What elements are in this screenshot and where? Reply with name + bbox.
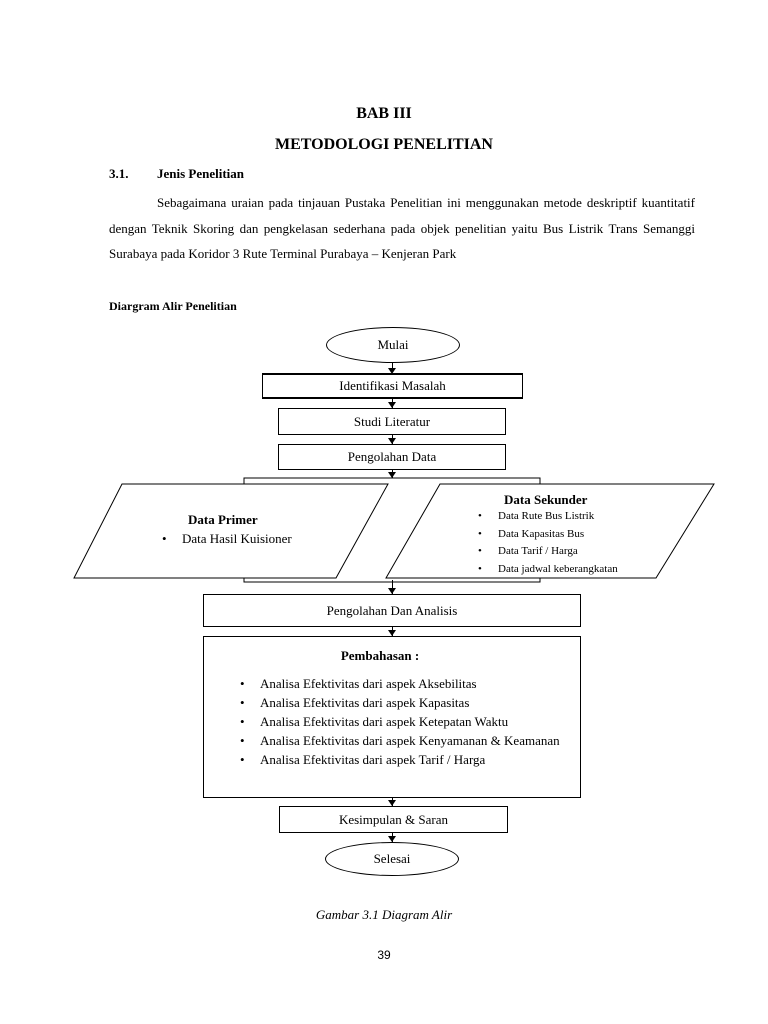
list-item: Analisa Efektivitas dari aspek Kapasitas <box>240 693 568 712</box>
arrow-head <box>388 472 396 478</box>
end-label: Selesai <box>373 851 411 866</box>
arrow-head <box>388 438 396 444</box>
data-sekunder: Data Sekunder Data Rute Bus Listrik Data… <box>478 491 618 578</box>
arrow-head <box>388 836 396 842</box>
section-number: 3.1. <box>109 166 129 181</box>
end-terminator: Selesai <box>325 842 459 876</box>
data-primer-list: Data Hasil Kuisioner <box>162 529 292 548</box>
step-kesimpulan-label: Kesimpulan & Saran <box>338 811 449 827</box>
list-item: Data Kapasitas Bus <box>478 526 618 544</box>
figure-caption: Gambar 3.1 Diagram Alir <box>315 907 453 922</box>
step-identifikasi: Identifikasi Masalah <box>262 373 523 399</box>
list-item: Analisa Efektivitas dari aspek Tarif / H… <box>240 750 568 769</box>
start-label: Mulai <box>377 337 409 352</box>
step-analisis-label: Pengolahan Dan Analisis <box>326 602 458 618</box>
step-analisis: Pengolahan Dan Analisis <box>203 594 581 627</box>
start-terminator: Mulai <box>326 327 460 363</box>
list-item: Analisa Efektivitas dari aspek Aksebilit… <box>240 674 568 693</box>
step-pengolahan-data: Pengolahan Data <box>278 444 506 470</box>
step-identifikasi-label: Identifikasi Masalah <box>339 378 446 393</box>
chapter-heading: BAB III <box>356 105 412 122</box>
section-title: Jenis Penelitian <box>157 166 245 181</box>
pembahasan-list: Analisa Efektivitas dari aspek Aksebilit… <box>240 674 568 769</box>
connector <box>392 580 393 594</box>
diagram-label: Diargram Alir Penelitian <box>109 299 237 313</box>
arrow-head <box>388 402 396 408</box>
step-pengolahan-data-label: Pengolahan Data <box>347 449 437 464</box>
connector <box>392 362 393 372</box>
arrow-head <box>388 630 396 636</box>
arrow-head <box>388 588 396 594</box>
chapter-title: METODOLOGI PENELITIAN <box>275 136 493 153</box>
data-primer-title: Data Primer <box>188 512 258 527</box>
data-sekunder-title: Data Sekunder <box>504 492 588 507</box>
list-item: Data Hasil Kuisioner <box>162 529 292 548</box>
section-paragraph: Sebagaimana uraian pada tinjauan Pustaka… <box>109 195 695 261</box>
pembahasan-box: Pembahasan : Analisa Efektivitas dari as… <box>203 636 581 798</box>
list-item: Data Rute Bus Listrik <box>478 508 618 526</box>
list-item: Data jadwal keberangkatan <box>478 561 618 579</box>
page-number: 39 <box>377 948 391 962</box>
step-studi-literatur: Studi Literatur <box>278 408 506 435</box>
arrow-head <box>388 800 396 806</box>
pembahasan-title: Pembahasan : <box>340 648 420 663</box>
list-item: Analisa Efektivitas dari aspek Kenyamana… <box>240 731 568 750</box>
list-item: Analisa Efektivitas dari aspek Ketepatan… <box>240 712 568 731</box>
step-studi-literatur-label: Studi Literatur <box>353 413 431 429</box>
data-sekunder-list: Data Rute Bus Listrik Data Kapasitas Bus… <box>478 508 618 578</box>
data-primer: Data Primer Data Hasil Kuisioner <box>162 510 292 548</box>
arrow-head <box>388 368 396 374</box>
step-kesimpulan: Kesimpulan & Saran <box>279 806 508 833</box>
list-item: Data Tarif / Harga <box>478 543 618 561</box>
